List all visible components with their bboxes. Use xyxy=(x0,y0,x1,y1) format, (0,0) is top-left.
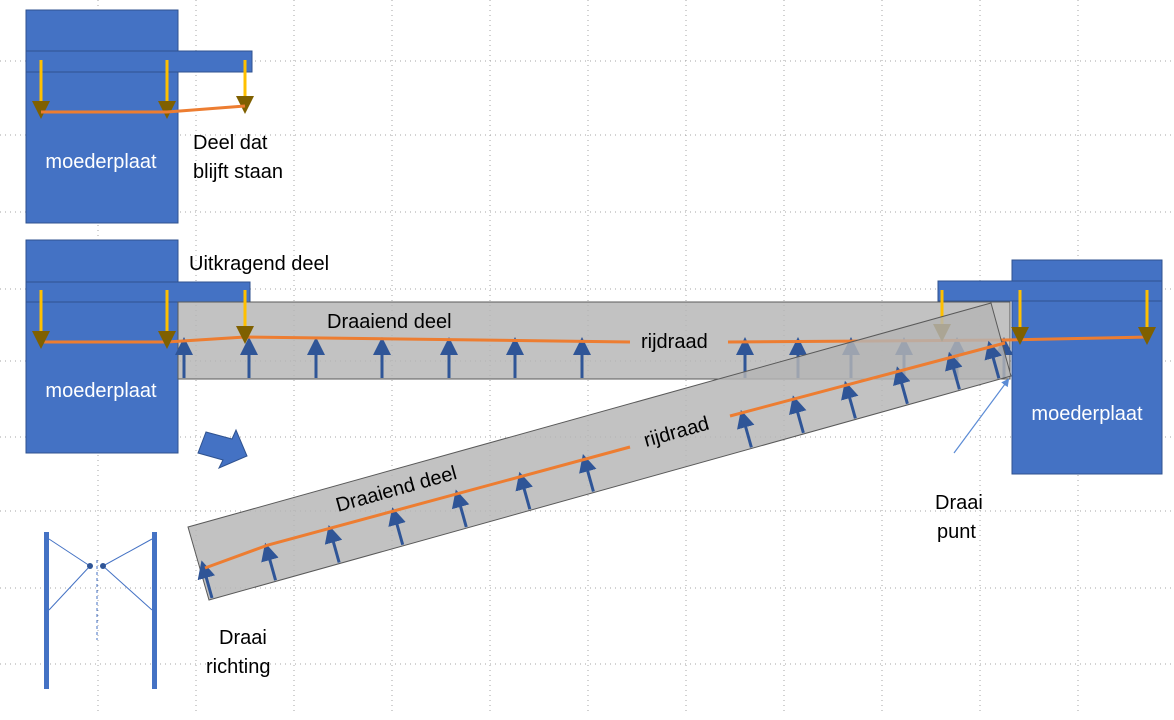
symbol-line xyxy=(102,538,153,567)
pivot-point-label-line1: Draai xyxy=(935,492,983,514)
contact-wire-top xyxy=(41,104,246,114)
pivot-point: Draai punt xyxy=(935,378,1010,543)
mother-plate-left xyxy=(25,239,179,454)
mother-plate-top xyxy=(25,9,179,224)
dropper-arrow-icon xyxy=(388,507,406,546)
contact-wire-rotated-right xyxy=(729,341,1006,418)
pointer-arrow-icon xyxy=(953,378,1010,454)
symbol-pivot-left xyxy=(87,563,93,569)
top-assembly: moederplaat Deel dat blijft staan xyxy=(25,9,283,224)
left-assembly: moederplaat Uitkragend deel xyxy=(25,239,329,454)
cantilever-part-label: Uitkragend deel xyxy=(189,253,329,275)
droppers-rotated xyxy=(197,340,1002,599)
dropper-arrow-icon xyxy=(197,560,216,599)
dropper-arrow-icon xyxy=(841,380,859,419)
dropper-arrow-icon xyxy=(451,489,470,528)
dropper-arrow-icon xyxy=(324,524,343,563)
rotating-part-rotated: Draaiend deel rijdraad xyxy=(187,302,1012,601)
dropper-arrow-icon xyxy=(737,409,755,448)
mother-plate-right-label: moederplaat xyxy=(1031,403,1143,425)
rotating-part-horizontal-label: Draaiend deel xyxy=(327,311,452,333)
symbol-line xyxy=(48,538,91,567)
symbol-line xyxy=(102,565,153,611)
dropper-arrow-icon xyxy=(945,351,963,390)
remaining-part-label-line2: blijft staan xyxy=(193,161,283,183)
pivot-symbol-icon xyxy=(44,532,157,689)
symbol-pivot-right xyxy=(100,563,106,569)
dropper-arrow-icon xyxy=(893,366,911,405)
down-right-arrow-icon xyxy=(197,428,248,469)
dropper-arrow-icon xyxy=(261,542,279,581)
rotation-direction-label-line2: richting xyxy=(206,656,270,678)
remaining-part-label-line1: Deel dat xyxy=(193,132,268,154)
cantilever-beam-left xyxy=(25,281,251,303)
mother-plate-top-label: moederplaat xyxy=(45,151,157,173)
dropper-arrow-icon xyxy=(579,453,597,492)
dropper-arrow-icon xyxy=(789,395,807,434)
contact-wire-horizontal-left xyxy=(41,335,631,344)
cantilever-beam-top xyxy=(25,50,253,73)
symbol-line xyxy=(48,565,91,611)
contact-wire-rotated-left xyxy=(204,445,631,570)
rotation-direction-label-line1: Draai xyxy=(219,627,267,649)
mother-plate-left-label: moederplaat xyxy=(45,380,157,402)
cantilever-beam-right xyxy=(937,280,1163,302)
symbol-right-post xyxy=(152,532,157,689)
right-assembly: moederplaat xyxy=(937,259,1163,475)
pivot-point-label-line2: punt xyxy=(937,521,976,543)
dropper-arrow-icon xyxy=(515,471,533,510)
contact-wire-horizontal-label: rijdraad xyxy=(641,331,708,353)
contact-wire-horizontal-right xyxy=(727,335,1148,344)
dropper-arrow-icon xyxy=(984,340,1002,379)
symbol-left-post xyxy=(44,532,49,689)
